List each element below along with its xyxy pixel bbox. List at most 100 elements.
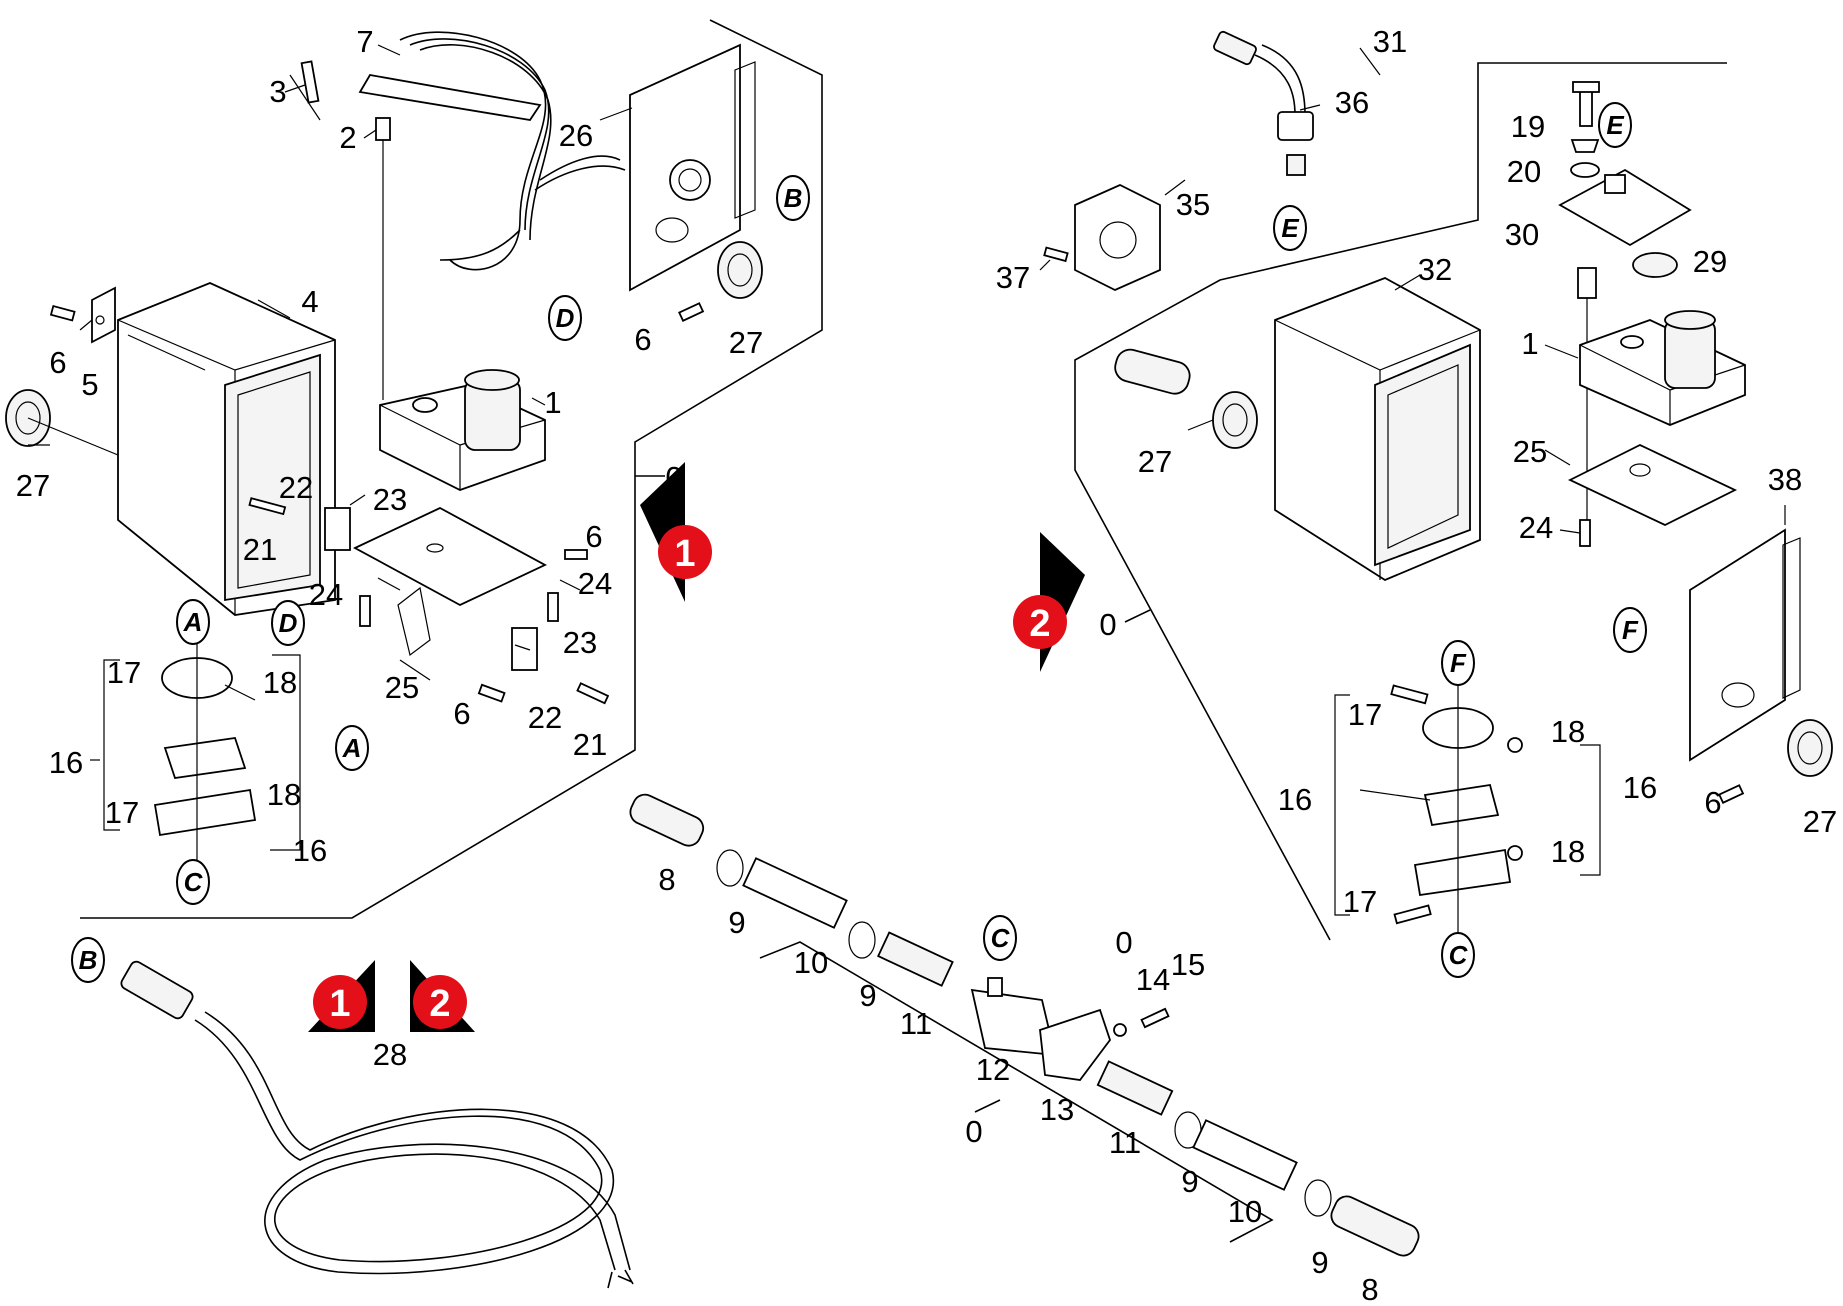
part-label: 1 <box>1521 326 1538 361</box>
part-label: 6 <box>634 322 651 357</box>
part-labels: 7 3 2 26 4 6 5 27 6 27 1 0 22 23 21 6 24… <box>16 24 1837 1306</box>
hose-assembly-boundary <box>759 941 1274 1243</box>
callout-1-main-label: 1 <box>674 533 695 575</box>
cable-assembly <box>120 960 634 1289</box>
part-label: 6 <box>453 696 470 731</box>
part-label: 37 <box>996 260 1030 295</box>
part-label: 7 <box>356 24 373 59</box>
ref-letter: C <box>184 867 204 897</box>
ref-letter: E <box>1281 213 1299 243</box>
part-label: 9 <box>1311 1245 1328 1280</box>
part-label: 5 <box>81 367 98 402</box>
part-label: 16 <box>293 833 327 868</box>
ref-letter-c-hose: C <box>983 915 1017 961</box>
part-label: 30 <box>1505 217 1539 252</box>
micro-switches <box>324 507 538 671</box>
assembly-1-boundary <box>80 19 823 919</box>
part-label: 28 <box>373 1037 407 1072</box>
part-label: 1 <box>544 385 561 420</box>
ref-letter-e-pcb: E <box>1598 102 1632 148</box>
callout-1-main: 1 <box>640 462 712 602</box>
assembly-2-boundary <box>1074 62 1727 941</box>
motor-right <box>1579 310 1746 426</box>
part-label: 25 <box>1513 434 1547 469</box>
part-label: 31 <box>1373 24 1407 59</box>
part-label: 29 <box>1693 244 1727 279</box>
part-label: 36 <box>1335 85 1369 120</box>
ref-letter-d-top: D <box>548 295 582 341</box>
mount-plate-right <box>1567 443 1738 547</box>
cover-plate-right <box>1689 528 1801 762</box>
motor <box>379 369 546 491</box>
ref-letter-d-box: D <box>271 600 305 646</box>
ref-letter-e-gland: E <box>1273 205 1307 251</box>
part-label: 17 <box>1343 884 1377 919</box>
ref-letter-c-clamp: C <box>176 859 210 905</box>
part-label: 26 <box>559 118 593 153</box>
cable-clamp-right <box>1413 680 1512 940</box>
callout-2-cable-label: 2 <box>429 983 450 1025</box>
part-label: 16 <box>1623 770 1657 805</box>
part-label: 12 <box>976 1052 1010 1087</box>
part-label: 17 <box>105 795 139 830</box>
part-label: 13 <box>1040 1092 1074 1127</box>
part-label: 16 <box>49 745 83 780</box>
ref-letter: A <box>342 733 362 763</box>
part-label: 19 <box>1511 109 1545 144</box>
ref-letter: E <box>1606 110 1624 140</box>
ref-letter-a-plate: A <box>335 725 369 771</box>
part-label: 2 <box>339 120 356 155</box>
screws-right <box>1390 684 1745 925</box>
cover-plate <box>629 43 756 292</box>
cable-clamp-left <box>153 620 257 880</box>
callout-2-cable: 2 <box>410 960 475 1032</box>
hose-fittings <box>629 793 1420 1257</box>
cable-gland <box>1213 30 1314 176</box>
part-label: 38 <box>1768 462 1802 497</box>
part-label: 32 <box>1418 252 1452 287</box>
hose-sleeve <box>1114 348 1191 395</box>
grommet-right-2 <box>1787 719 1833 777</box>
part-label: 4 <box>301 284 318 319</box>
ref-letter: D <box>279 608 298 638</box>
part-label: 25 <box>385 670 419 705</box>
part-label: 9 <box>728 905 745 940</box>
pcb-stack <box>1558 81 1692 540</box>
part-label: 14 <box>1136 962 1170 997</box>
part-label: 24 <box>1519 510 1553 545</box>
part-label: 9 <box>859 978 876 1013</box>
part-label: 8 <box>1361 1272 1378 1306</box>
part-label: 3 <box>269 74 286 109</box>
part-label: 6 <box>49 345 66 380</box>
part-label: 8 <box>658 862 675 897</box>
ref-letter-f-plate: F <box>1613 607 1647 653</box>
part-label: 0 <box>665 460 682 495</box>
part-label: 23 <box>563 625 597 660</box>
part-label: 20 <box>1507 154 1541 189</box>
ref-letter-b-cable: B <box>71 937 105 983</box>
enclosure-box <box>117 282 336 616</box>
part-label: 18 <box>1551 714 1585 749</box>
part-label: 22 <box>528 700 562 735</box>
part-label: 21 <box>243 532 277 567</box>
part-label: 27 <box>16 468 50 503</box>
part-label: 6 <box>1704 785 1721 820</box>
part-label: 17 <box>107 655 141 690</box>
wire-harness <box>358 31 626 271</box>
part-label: 10 <box>794 945 828 980</box>
part-label: 24 <box>309 577 343 612</box>
part-label: 18 <box>267 777 301 812</box>
part-label: 6 <box>585 519 602 554</box>
ref-letter: F <box>1450 648 1467 678</box>
leader-lines <box>27 44 1786 916</box>
part-label: 0 <box>965 1114 982 1149</box>
screws-left <box>49 60 705 705</box>
part-label: 15 <box>1171 947 1205 982</box>
ref-letter: F <box>1622 615 1639 645</box>
ref-letter: C <box>1449 940 1469 970</box>
ref-letter-b-top: B <box>776 175 810 221</box>
mounting-bracket <box>91 286 116 344</box>
part-label: 22 <box>279 470 313 505</box>
enclosure-box-right <box>1274 277 1481 582</box>
part-label: 10 <box>1228 1194 1262 1229</box>
